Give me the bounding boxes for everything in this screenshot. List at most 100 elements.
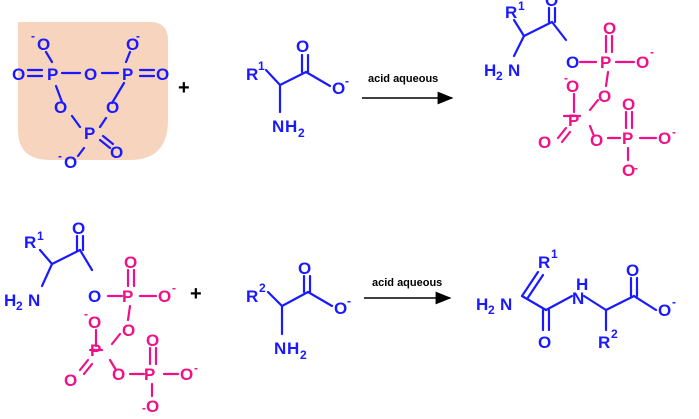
reactant-2-atoms-pink: P O O O O P O O P O O O (64, 253, 193, 416)
atom-o: O (64, 153, 77, 172)
svg-text:R: R (246, 65, 258, 84)
svg-text:O: O (296, 37, 309, 56)
svg-text:N: N (572, 289, 584, 308)
svg-text:O: O (298, 259, 311, 278)
svg-text:O: O (566, 77, 579, 96)
svg-text:O: O (538, 333, 551, 352)
product-1-bonds-blue (512, 6, 568, 58)
svg-text:O: O (538, 133, 551, 152)
amino-acid-2-small: 2 - 2 (259, 281, 351, 362)
svg-text:N: N (274, 339, 286, 358)
svg-text:-: - (58, 149, 62, 163)
svg-text:O: O (598, 87, 611, 106)
svg-text:O: O (180, 365, 193, 384)
svg-text:R: R (505, 3, 517, 22)
svg-text:-: - (672, 295, 676, 309)
svg-text:O: O (122, 321, 135, 340)
svg-text:O: O (603, 19, 616, 38)
svg-text:O: O (332, 79, 345, 98)
svg-text:O: O (124, 253, 137, 272)
svg-text:-: - (31, 29, 35, 43)
svg-text:-: - (672, 125, 676, 139)
svg-text:1: 1 (37, 229, 44, 243)
svg-text:O: O (72, 219, 85, 238)
svg-text:O: O (622, 161, 635, 180)
svg-text:H: H (576, 275, 588, 294)
atom-o: O (54, 98, 67, 117)
product-1-atoms-pink: P O O O O P O O P O O O (538, 19, 671, 180)
reactant-2-small-pink: - - - - (84, 281, 198, 415)
atom-o: O (126, 35, 139, 54)
svg-text:-: - (172, 281, 176, 295)
svg-text:N: N (272, 117, 284, 136)
svg-text:O: O (566, 53, 579, 72)
svg-text:N: N (500, 295, 512, 314)
reactant-2-bonds-blue (38, 234, 94, 288)
svg-text:-: - (564, 71, 568, 85)
svg-text:1: 1 (551, 247, 558, 261)
svg-text:-: - (84, 307, 88, 321)
svg-text:P: P (90, 341, 101, 360)
plus-sign: + (190, 283, 202, 305)
svg-text:-: - (634, 161, 638, 175)
reactant-2-small-blue: 1 2 (16, 229, 44, 313)
atom-o: O (110, 143, 123, 162)
svg-text:O: O (658, 129, 671, 148)
svg-text:O: O (590, 131, 603, 150)
svg-text:P: P (122, 287, 133, 306)
atom-p: P (84, 124, 95, 143)
svg-text:H: H (287, 339, 299, 358)
trimetaphosphate-highlight (18, 22, 168, 160)
product-1-small-blue: 1 2 (496, 0, 525, 83)
atom-o: O (106, 98, 119, 117)
svg-text:O: O (146, 397, 159, 416)
atom-o: O (37, 35, 50, 54)
atom-o: O (84, 65, 97, 84)
svg-text:N: N (508, 61, 520, 80)
product-1-bonds-pink (556, 34, 658, 162)
product-1-small-pink: - - - - (564, 45, 676, 175)
svg-text:2: 2 (298, 126, 305, 140)
svg-text:R: R (24, 233, 36, 252)
amino-acid-1-small: 1 - 2 (258, 59, 349, 140)
svg-text:H: H (4, 291, 16, 310)
atom-p: P (47, 65, 58, 84)
plus-sign: + (178, 77, 190, 99)
svg-text:N: N (28, 291, 40, 310)
dipeptide-small: 2 1 - 2 (488, 247, 676, 341)
amino-acid-2-bonds (266, 274, 334, 336)
trimetaphosphate-atoms: P P P O O O O O O O O O (12, 35, 169, 172)
svg-text:2: 2 (488, 303, 495, 317)
svg-text:-: - (345, 74, 349, 88)
dipeptide-bonds (520, 270, 658, 332)
svg-text:O: O (545, 0, 558, 10)
svg-text:2: 2 (259, 281, 266, 295)
trimetaphosphate-charges: - - - (31, 29, 140, 163)
svg-text:O: O (658, 301, 671, 320)
svg-text:P: P (144, 365, 155, 384)
svg-text:H: H (476, 295, 488, 314)
svg-text:1: 1 (518, 0, 525, 13)
svg-text:H: H (484, 61, 496, 80)
svg-text:-: - (347, 294, 351, 308)
svg-text:O: O (146, 331, 159, 350)
svg-text:-: - (142, 401, 146, 415)
atom-p: P (122, 65, 133, 84)
svg-text:O: O (622, 95, 635, 114)
trimetaphosphate-bonds (26, 50, 156, 158)
svg-text:O: O (334, 299, 347, 318)
reaction-condition-1: acid aqueous (368, 73, 438, 85)
svg-text:O: O (88, 313, 101, 332)
svg-text:1: 1 (258, 59, 265, 73)
svg-text:-: - (650, 45, 654, 59)
svg-text:O: O (64, 371, 77, 390)
svg-text:-: - (194, 361, 198, 375)
svg-text:P: P (622, 129, 633, 148)
svg-text:2: 2 (16, 299, 23, 313)
svg-text:O: O (158, 287, 171, 306)
